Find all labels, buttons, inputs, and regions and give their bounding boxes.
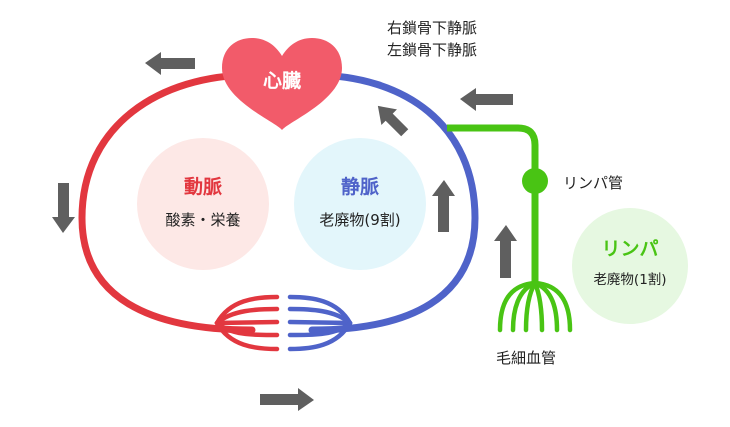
heart-label: 心臓 <box>263 70 301 92</box>
capillary-label: 毛細血管 <box>496 349 556 367</box>
artery-title: 動脈 <box>184 175 222 198</box>
subclavian-left-label: 左鎖骨下静脈 <box>387 41 477 59</box>
heart-icon <box>222 38 342 130</box>
lymph-title: リンパ <box>601 238 658 260</box>
flow-arrow-up-lymph-icon <box>494 225 517 278</box>
vein-loop <box>308 71 479 334</box>
lymph-content: 老廃物(1割) <box>593 271 666 288</box>
vein-bubble <box>294 138 426 270</box>
lymph-node <box>522 168 548 194</box>
vein-content: 老廃物(9割) <box>319 211 400 229</box>
lymph-node-label: リンパ管 <box>563 174 623 192</box>
subclavian-right-label: 右鎖骨下静脈 <box>387 19 477 37</box>
flow-arrow-down-icon <box>52 183 75 233</box>
vein-title: 静脈 <box>341 175 379 198</box>
vein-capillaries <box>287 294 353 352</box>
flow-arrow-left-icon <box>145 52 195 75</box>
lymph-bubble <box>572 208 688 324</box>
flow-arrow-left-lymph-icon <box>460 88 513 111</box>
lymph-capillaries <box>497 280 573 333</box>
artery-capillaries <box>214 294 280 352</box>
flow-arrow-up-vein-icon <box>432 180 455 232</box>
artery-content: 酸素・栄養 <box>165 211 240 229</box>
artery-bubble <box>137 138 269 270</box>
flow-arrow-up-left-icon <box>377 105 409 137</box>
flow-arrow-right-icon <box>260 388 314 411</box>
artery-loop <box>78 71 256 334</box>
lymph-vessel <box>447 124 539 285</box>
